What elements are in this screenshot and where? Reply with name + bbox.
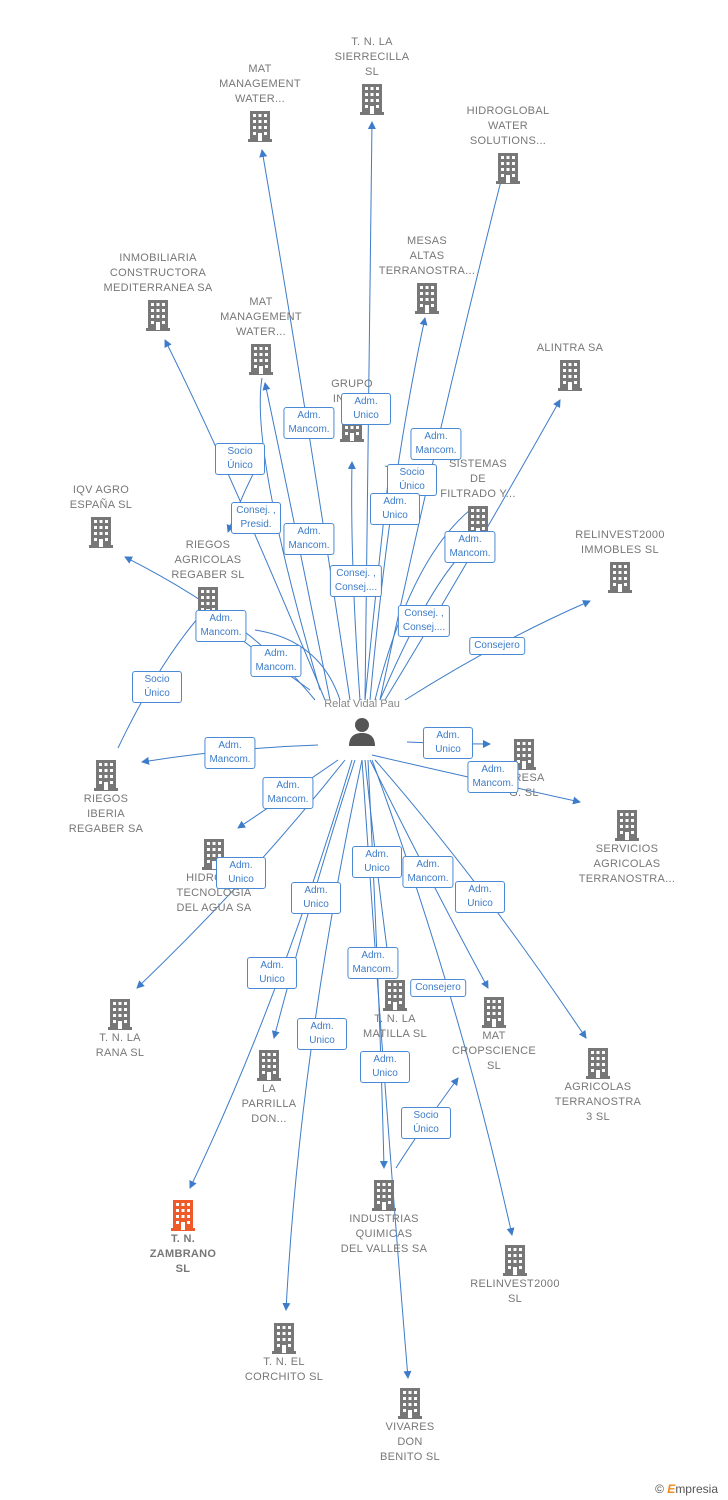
role-label[interactable]: Adm. Mancom.: [262, 777, 314, 809]
building-icon: [615, 810, 639, 841]
building-icon: [383, 980, 407, 1011]
empresia-watermark: © Empresia: [655, 1482, 718, 1496]
company-node-c12[interactable]: RELINVEST2000 IMMOBLES SL: [555, 528, 685, 594]
company-node-c11[interactable]: RIEGOS AGRICOLAS REGABER SL: [143, 538, 273, 619]
relationship-edge: [226, 469, 256, 533]
role-label[interactable]: Adm. Mancom.: [195, 610, 247, 642]
role-label[interactable]: Consejero: [410, 979, 466, 997]
role-label[interactable]: Adm. Mancom.: [204, 737, 256, 769]
role-label[interactable]: Consejero: [469, 637, 525, 655]
role-label[interactable]: Adm. Mancom.: [283, 523, 335, 555]
company-node-c22[interactable]: T. N. ZAMBRANO SL: [118, 1196, 248, 1277]
role-label[interactable]: Adm. Mancom.: [283, 407, 335, 439]
building-icon: [248, 111, 272, 142]
company-node-c23[interactable]: INDUSTRIAS QUIMICAS DEL VALLES SA: [319, 1176, 449, 1257]
center-person-name: Relat Vidal Pau: [324, 698, 400, 710]
building-icon: [415, 283, 439, 314]
role-label[interactable]: Socio Único: [401, 1107, 451, 1139]
role-label[interactable]: Adm. Unico: [423, 727, 473, 759]
role-label[interactable]: Adm. Mancom.: [250, 645, 302, 677]
relationship-edge: [262, 382, 331, 701]
company-node-c19[interactable]: MAT CROPSCIENCE SL: [429, 993, 559, 1074]
building-icon: [503, 1245, 527, 1276]
building-icon: [482, 997, 506, 1028]
role-label[interactable]: Adm. Mancom.: [467, 761, 519, 793]
relationship-edge: [254, 629, 341, 701]
company-node-c3[interactable]: HIDROGLOBAL WATER SOLUTIONS...: [443, 104, 573, 185]
company-node-c2[interactable]: MAT MANAGEMENT WATER...: [195, 62, 325, 143]
relationship-edge: [367, 759, 388, 1169]
building-icon: [272, 1323, 296, 1354]
role-label[interactable]: Adm. Unico: [216, 857, 266, 889]
role-label[interactable]: Socio Único: [215, 443, 265, 475]
building-icon: [249, 344, 273, 375]
company-node-c14[interactable]: RIEGOS IBERIA REGABER SA: [41, 756, 171, 837]
company-node-c17[interactable]: T. N. LA RANA SL: [55, 995, 185, 1061]
role-label[interactable]: Adm. Unico: [370, 493, 420, 525]
company-node-c6[interactable]: MAT MANAGEMENT WATER...: [196, 295, 326, 376]
role-label[interactable]: Adm. Unico: [297, 1018, 347, 1050]
company-node-c7[interactable]: ALINTRA SA: [505, 341, 635, 392]
relationship-edge: [374, 509, 471, 701]
relationship-edge: [259, 377, 321, 691]
role-label[interactable]: Socio Único: [387, 464, 437, 496]
building-icon: [146, 300, 170, 331]
building-icon: [398, 1388, 422, 1419]
building-icon: [608, 562, 632, 593]
building-icon: [257, 1050, 281, 1081]
company-node-c1[interactable]: T. N. LA SIERRECILLA SL: [307, 35, 437, 116]
building-icon: [372, 1180, 396, 1211]
role-label[interactable]: Consej. , Presid.: [231, 502, 281, 534]
role-label[interactable]: Socio Único: [132, 671, 182, 703]
company-node-c25[interactable]: T. N. EL CORCHITO SL: [219, 1319, 349, 1385]
building-icon: [89, 517, 113, 548]
company-node-c9[interactable]: SISTEMAS DE FILTRADO Y...: [413, 457, 543, 538]
company-node-c24[interactable]: RELINVEST2000 SL: [450, 1241, 580, 1307]
relationship-edge: [117, 609, 206, 749]
role-label[interactable]: Adm. Unico: [291, 882, 341, 914]
company-node-c26[interactable]: VIVARES DON BENITO SL: [345, 1384, 475, 1465]
company-node-c18[interactable]: T. N. LA MATILLA SL: [330, 976, 460, 1042]
building-icon: [496, 153, 520, 184]
role-label[interactable]: Consej. , Consej....: [329, 565, 383, 597]
role-label[interactable]: Adm. Mancom.: [402, 856, 454, 888]
building-icon: [360, 84, 384, 115]
company-node-c5[interactable]: MESAS ALTAS TERRANOSTRA...: [362, 234, 492, 315]
building-icon: [171, 1200, 195, 1231]
building-icon: [108, 999, 132, 1030]
role-label[interactable]: Adm. Unico: [455, 881, 505, 913]
role-label[interactable]: Adm. Unico: [352, 846, 402, 878]
role-label[interactable]: Adm. Unico: [360, 1051, 410, 1083]
company-node-c15[interactable]: SERVICIOS AGRICOLAS TERRANOSTRA...: [562, 806, 692, 887]
role-label[interactable]: Adm. Unico: [341, 393, 391, 425]
role-label[interactable]: Adm. Mancom.: [444, 531, 496, 563]
center-person[interactable]: Relat Vidal Pau: [302, 698, 422, 748]
building-icon: [558, 360, 582, 391]
company-node-c10[interactable]: IQV AGRO ESPAÑA SL: [36, 483, 166, 549]
relationship-edge: [371, 759, 515, 1236]
company-node-c20[interactable]: AGRICOLAS TERRANOSTRA 3 SL: [533, 1044, 663, 1125]
relationship-edge: [164, 339, 326, 701]
role-label[interactable]: Adm. Unico: [247, 957, 297, 989]
building-icon: [94, 760, 118, 791]
company-node-c21[interactable]: LA PARRILLA DON...: [204, 1046, 334, 1127]
relationship-edge: [379, 164, 508, 701]
role-label[interactable]: Consej. , Consej....: [397, 605, 451, 637]
company-node-c4[interactable]: INMOBILIARIA CONSTRUCTORA MEDITERRANEA S…: [93, 251, 223, 332]
role-label[interactable]: Adm. Mancom.: [410, 428, 462, 460]
building-icon: [586, 1048, 610, 1079]
role-label[interactable]: Adm. Mancom.: [347, 947, 399, 979]
person-icon: [349, 718, 375, 746]
